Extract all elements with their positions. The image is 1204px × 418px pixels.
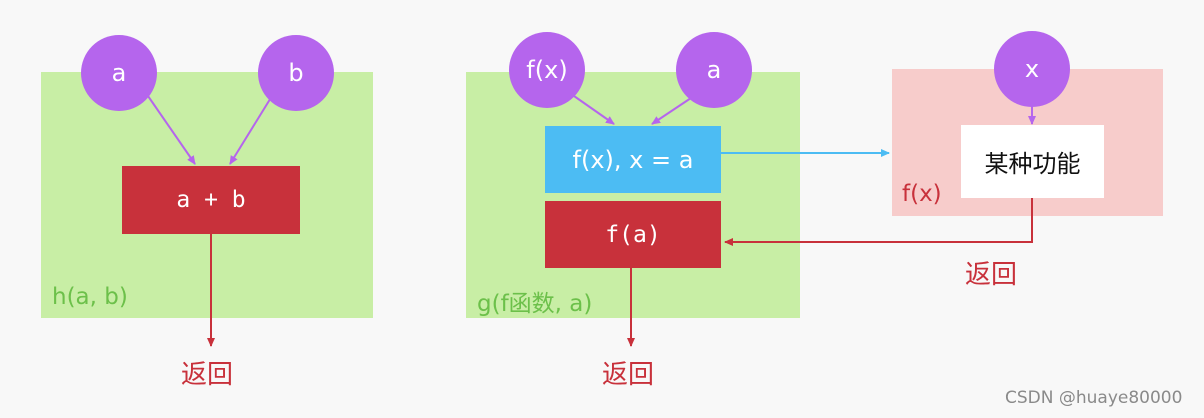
input-x-label: x bbox=[1024, 55, 1040, 83]
call-text: f(a) bbox=[605, 221, 661, 248]
input-b-node: b bbox=[258, 35, 334, 111]
f-function-label: f(x) bbox=[902, 181, 942, 207]
arrow-a-to-assign bbox=[651, 95, 695, 125]
arrow-b-to-sum bbox=[229, 95, 273, 165]
arrow-fx-to-assign bbox=[573, 95, 615, 125]
input-x-node: x bbox=[994, 31, 1070, 107]
arrow-a-to-sum bbox=[147, 95, 196, 165]
assign-text: f(x), x = a bbox=[572, 145, 694, 174]
g-function-label: g(f函数, a) bbox=[477, 291, 593, 317]
h-return-label: 返回 bbox=[181, 360, 234, 390]
input-a-node: a bbox=[81, 35, 157, 111]
g-function-panel bbox=[466, 72, 800, 318]
sum-expression: a + b bbox=[176, 187, 246, 213]
h-function-label: h(a, b) bbox=[52, 284, 128, 310]
g-return-label: 返回 bbox=[602, 360, 655, 390]
input-a2-node: a bbox=[676, 32, 752, 108]
input-fx-node: f(x) bbox=[509, 32, 585, 108]
watermark: CSDN @huaye80000 bbox=[1005, 388, 1183, 408]
input-fx-label: f(x) bbox=[526, 56, 568, 84]
function-body-text: 某种功能 bbox=[984, 150, 1081, 178]
input-a2-label: a bbox=[706, 56, 722, 84]
input-b-label: b bbox=[288, 59, 304, 87]
f-return-label: 返回 bbox=[965, 260, 1018, 290]
function-body-box: 某种功能 bbox=[961, 125, 1104, 198]
input-a-label: a bbox=[111, 59, 127, 87]
sum-box: a + b bbox=[122, 166, 300, 234]
assign-box: f(x), x = a bbox=[545, 126, 721, 193]
arrow-f-return bbox=[724, 198, 1033, 246]
call-box: f(a) bbox=[545, 201, 721, 268]
